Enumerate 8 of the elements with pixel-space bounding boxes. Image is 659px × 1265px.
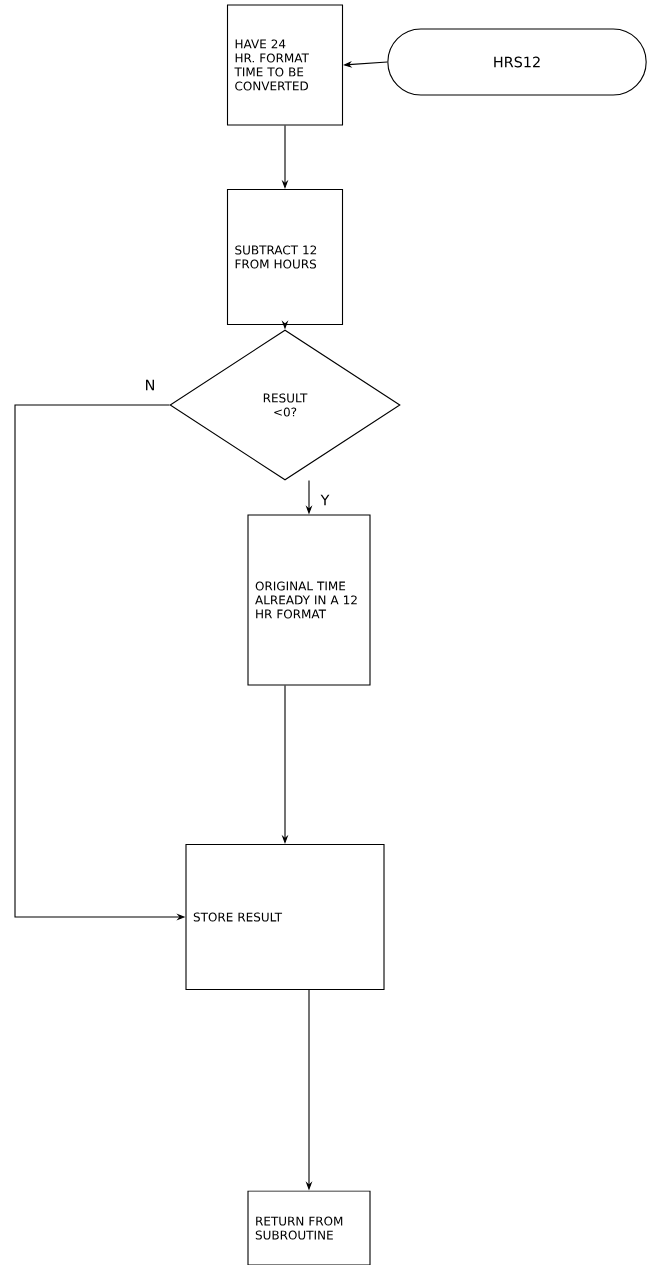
- process-box: ORIGINAL TIME ALREADY IN A 12 HR FORMAT: [247, 514, 371, 686]
- process-box: HAVE 24 HR. FORMAT TIME TO BE CONVERTED: [226, 4, 344, 126]
- edge-label: Y: [319, 493, 331, 507]
- process-box: STORE RESULT: [185, 843, 385, 991]
- terminal-box: HRS12: [387, 28, 647, 96]
- edge-label: N: [143, 378, 157, 392]
- process-box: SUBTRACT 12 FROM HOURS: [226, 188, 344, 326]
- process-box: RETURN FROM SUBROUTINE: [247, 1190, 371, 1265]
